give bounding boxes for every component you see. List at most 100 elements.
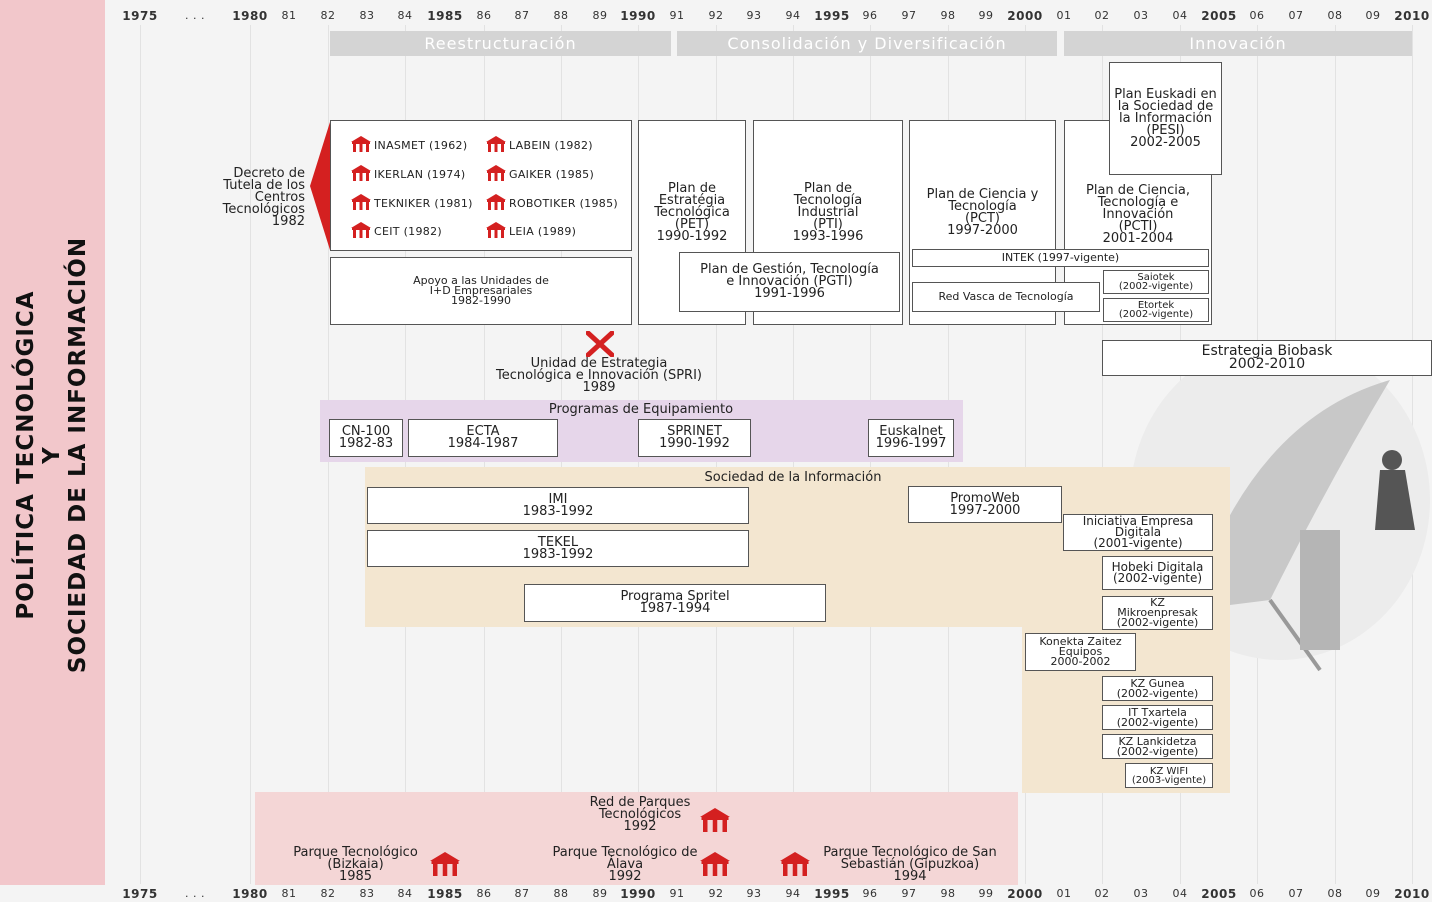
year-tick: 94 [785,9,801,22]
year-tick: 84 [397,9,413,22]
grid-line [1102,25,1103,884]
pgti-text: Plan de Gestión, Tecnología e Innovación… [700,262,879,301]
spri-label: Unidad de Estrategia Tecnológica e Innov… [496,356,702,395]
year-tick: 99 [978,887,994,900]
it-txartela-text: IT Txartela (2002-vigente) [1116,705,1199,729]
promoweb-box: PromoWeb 1997-2000 [908,486,1062,523]
hobeki-text: Hobeki Digitala (2002-vigente) [1111,560,1204,585]
year-tick: 97 [901,887,917,900]
pesi-box: Plan Euskadi en la Sociedad de la Inform… [1109,62,1222,175]
red-vasca-text: Red Vasca de Tecnología [938,290,1074,303]
cn100-box: CN-100 1982-83 [329,419,403,457]
pct-text: Plan de Ciencia y Tecnología (PCT) 1997-… [926,187,1039,238]
year-tick: 91 [669,887,685,900]
year-tick: 01 [1056,887,1072,900]
euskalnet-box: Euskalnet 1996-1997 [868,419,954,457]
parque-gipuzkoa-label: Parque Tecnológico de San Sebastián (Gip… [823,845,997,884]
year-tick: 1985 [427,9,463,23]
hobeki-box: Hobeki Digitala (2002-vigente) [1102,556,1213,590]
year-tick: 83 [359,9,375,22]
tekel-text: TEKEL 1983-1992 [522,534,594,562]
euskalnet-text: Euskalnet 1996-1997 [875,424,947,451]
year-tick: 03 [1133,9,1149,22]
year-tick: 1985 [427,887,463,901]
grid-line [1025,25,1026,884]
centro-label: IKERLAN (1974) [374,168,466,181]
year-tick: 03 [1133,887,1149,900]
year-tick: 82 [320,887,336,900]
year-tick: 1990 [620,9,656,23]
year-tick: 84 [397,887,413,900]
year-tick: 04 [1172,9,1188,22]
centro-ceit: CEIT (1982) [350,222,442,241]
it-txartela-box: IT Txartela (2002-vigente) [1102,705,1213,730]
year-tick: 92 [708,9,724,22]
building-icon [350,194,372,213]
pti-text: Plan de Tecnología Industrial (PTI) 1993… [792,181,864,244]
year-tick: 2010 [1394,887,1430,901]
building-icon [698,808,732,836]
side-title: POLÍTICA TECNOLÓGICA Y SOCIEDAD DE LA IN… [13,237,91,673]
year-tick: 1995 [814,887,850,901]
cn100-text: CN-100 1982-83 [338,424,394,451]
spritel-box: Programa Spritel 1987-1994 [524,584,826,622]
kz-wifi-box: KZ WIFI (2003-vigente) [1125,763,1213,788]
year-tick: 06 [1249,887,1265,900]
centro-label: LEIA (1989) [509,225,577,238]
year-tick: 2005 [1201,887,1237,901]
year-tick: 88 [553,887,569,900]
saiotek-box: Saiotek (2002-vigente) [1103,270,1209,294]
centro-label: ROBOTIKER (1985) [509,197,618,210]
year-tick: 1975 [122,9,158,23]
building-icon [485,165,507,184]
year-tick: 1995 [814,9,850,23]
year-tick: 98 [940,887,956,900]
decreto-label: Decreto de Tutela de los Centros Tecnoló… [222,166,305,229]
kz-gunea-text: KZ Gunea (2002-vigente) [1116,676,1199,700]
phase-consolidacion: Consolidación y Diversificación [677,31,1057,56]
centro-label: TEKNIKER (1981) [374,197,473,210]
year-tick: 98 [940,9,956,22]
year-tick: 86 [476,9,492,22]
year-tick: 09 [1365,887,1381,900]
parque-bizkaia-label: Parque Tecnológico (Bizkaia) 1985 [293,845,418,884]
side-title-line2: Y [39,446,65,464]
side-band [0,0,105,885]
imi-box: IMI 1983-1992 [367,487,749,524]
grid-line [250,25,251,884]
building-icon [350,136,372,155]
year-tick: 86 [476,887,492,900]
side-title-line1: POLÍTICA TECNOLÓGICA [13,290,39,620]
year-tick: 2005 [1201,9,1237,23]
year-tick: 06 [1249,9,1265,22]
parque-alava-label: Parque Tecnológico de Álava 1992 [552,845,698,884]
kz-lankidetza-text: KZ Lankidetza (2002-vigente) [1116,734,1199,758]
iniciativa-text: Iniciativa Empresa Digitala (2001-vigent… [1082,514,1194,550]
year-tick: 96 [862,887,878,900]
saiotek-text: Saiotek (2002-vigente) [1118,272,1194,292]
pesi-text: Plan Euskadi en la Sociedad de la Inform… [1114,86,1217,150]
year-tick: 04 [1172,887,1188,900]
year-tick: 02 [1094,9,1110,22]
ecta-text: ECTA 1984-1987 [447,424,519,451]
konekta-text: Konekta Zaitez Equipos 2000-2002 [1039,635,1122,668]
intek-text: INTEK (1997-vigente) [1001,251,1120,264]
year-tick: 81 [281,9,297,22]
year-tick: 97 [901,9,917,22]
building-icon [428,852,462,880]
phase-reestructuracion: Reestructuración [330,31,671,56]
pgti-box: Plan de Gestión, Tecnología e Innovación… [679,252,900,312]
centro-label: LABEIN (1982) [509,139,593,152]
year-tick: 89 [592,9,608,22]
year-tick: 1980 [232,9,268,23]
building-icon [485,222,507,241]
year-tick: 87 [514,9,530,22]
centro-leia: LEIA (1989) [485,222,576,241]
biobask-box: Estrategia Biobask 2002-2010 [1102,340,1432,376]
phase-innovacion: Innovación [1064,31,1412,56]
year-tick: 09 [1365,9,1381,22]
centro-label: INASMET (1962) [374,139,468,152]
year-tick: 87 [514,887,530,900]
year-tick: 83 [359,887,375,900]
building-icon [778,852,812,880]
